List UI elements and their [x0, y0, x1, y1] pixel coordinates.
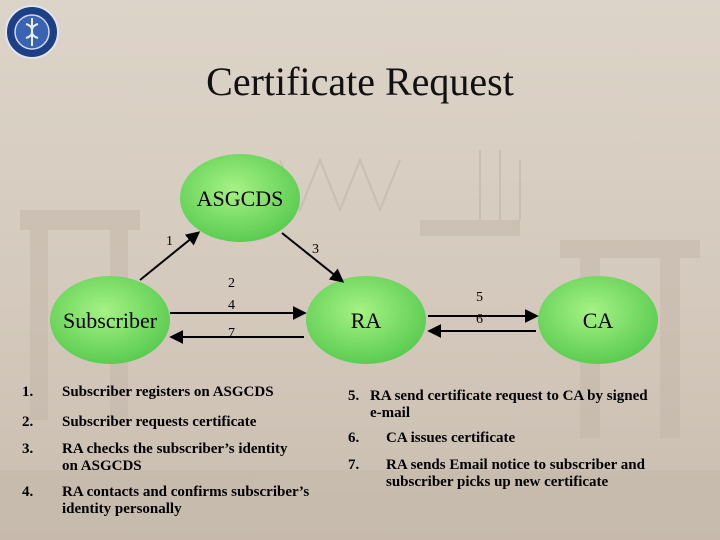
subscriber-node — [50, 276, 170, 364]
step-text: Subscriber requests certificate — [62, 414, 257, 430]
step-number: 5. — [348, 388, 360, 404]
subscriber-label: Subscriber — [62, 308, 158, 333]
edge-subscriber-to-asgcds — [139, 231, 201, 281]
step-text: Subscriber registers on ASGCDS — [62, 384, 274, 400]
edge-label-5: 5 — [476, 290, 483, 305]
step-text: RA checks the subscriber’s identity on A… — [62, 441, 288, 474]
edge-label-4: 4 — [228, 298, 235, 313]
edge-label-6: 6 — [476, 312, 483, 327]
step-number: 7. — [348, 457, 360, 473]
edge-label-3: 3 — [312, 242, 319, 257]
ra-node — [306, 276, 426, 364]
step-text: RA sends Email notice to subscriber and … — [386, 457, 645, 490]
ra-label: RA — [350, 308, 382, 333]
step-text: RA contacts and confirms subscriber’s id… — [62, 484, 310, 517]
step-number: 3. — [22, 441, 34, 457]
ca-label: CA — [582, 308, 614, 333]
edge-asgcds-to-ra — [281, 232, 345, 283]
edge-label-7: 7 — [228, 326, 235, 341]
step-number: 4. — [22, 484, 34, 500]
step-number: 6. — [348, 430, 360, 446]
asgcds-label: ASGCDS — [196, 186, 284, 211]
edge-label-2: 2 — [228, 276, 235, 291]
asgcds-node — [180, 154, 300, 242]
organization-logo — [5, 5, 59, 59]
step-text: CA issues certificate — [386, 430, 516, 446]
ca-node — [538, 276, 658, 364]
step-text: RA send certificate request to CA by sig… — [370, 388, 648, 421]
page-title: Certificate Request — [206, 59, 514, 104]
step-number: 1. — [22, 384, 34, 400]
step-number: 2. — [22, 414, 34, 430]
edge-label-1: 1 — [166, 234, 173, 249]
